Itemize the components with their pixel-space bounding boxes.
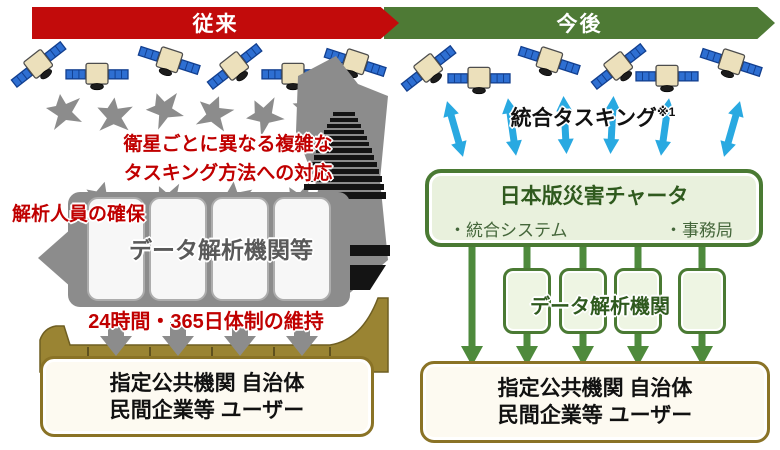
conventional-flow-art xyxy=(38,56,390,373)
gray-down-arrows-icon xyxy=(100,322,318,356)
integrated-tasking-text: 統合タスキング xyxy=(510,107,658,130)
issue-text-staffing: 解析人員の確保 xyxy=(12,204,146,225)
analysis-org-box xyxy=(678,268,726,334)
users-box-conventional: 指定公共機関 自治体 民間企業等 ユーザー xyxy=(40,356,374,437)
analysis-org-boxes xyxy=(87,197,331,301)
users-box-future: 指定公共機関 自治体 民間企業等 ユーザー xyxy=(420,361,770,443)
footnote-marker: ※1 xyxy=(657,105,676,119)
charter-item-system: ・統合システム xyxy=(449,221,568,240)
left-arrow-icon xyxy=(38,228,72,288)
analysis-org-box xyxy=(614,268,662,334)
issue-text-247: 24時間・365日体制の維持 xyxy=(88,311,324,333)
charter-title: 日本版災害チャータ xyxy=(499,185,689,208)
banner-future-label: 今後 xyxy=(556,13,603,36)
analysis-org-label: データ解析機関等 xyxy=(129,237,313,263)
analysis-org-box xyxy=(503,268,551,334)
integrated-tasking-label: 統合タスキング※1 xyxy=(468,102,718,132)
charter-item-office: ・事務局 xyxy=(665,221,733,240)
banner-future: 今後 xyxy=(384,7,775,39)
charter-box: 日本版災害チャータ ・統合システム ・事務局 xyxy=(425,169,763,247)
issue-text-tasking: 衛星ごとに異なる複雑な タスキング方法への対応 xyxy=(123,134,333,184)
banner-conventional: 従来 xyxy=(32,7,399,39)
charter-items: ・統合システム ・事務局 xyxy=(429,210,759,241)
down-arrow-icon xyxy=(461,346,713,366)
banner-conventional-label: 従来 xyxy=(192,13,239,36)
satellite-icon xyxy=(696,41,765,88)
analysis-org-label-right: データ解析機関 xyxy=(530,296,670,318)
analysis-org-box xyxy=(559,268,607,334)
satellite-icon xyxy=(514,39,583,86)
